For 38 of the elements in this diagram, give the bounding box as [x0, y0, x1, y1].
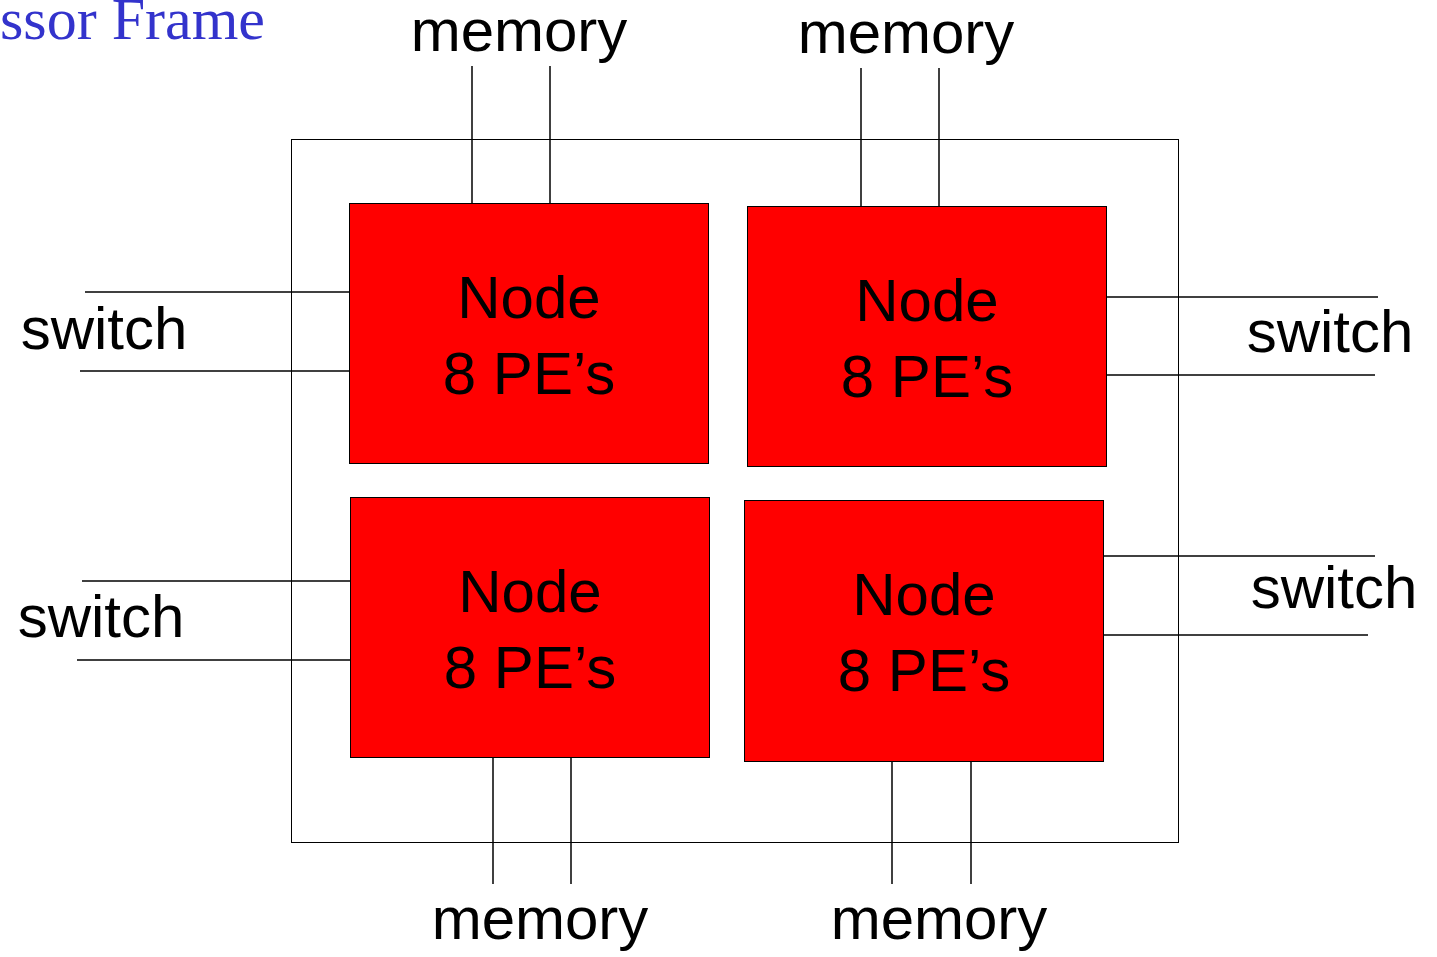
port-label: memory: [424, 884, 656, 954]
node-description: 8 PE’s: [442, 338, 616, 409]
node-title: Node: [852, 560, 996, 630]
node-description: 8 PE’s: [443, 632, 617, 703]
port-label: switch: [15, 294, 193, 364]
connector-line: [1103, 634, 1369, 636]
title: ssor Frame: [0, 0, 265, 54]
connector-line: [84, 291, 350, 293]
node-box: [350, 497, 710, 758]
node-description: 8 PE’s: [840, 341, 1014, 412]
connector-line: [1103, 555, 1376, 557]
connector-line: [570, 757, 572, 885]
port-label: switch: [1241, 297, 1419, 367]
frame-box: [291, 139, 1179, 843]
connector-line: [1106, 296, 1379, 298]
node-box: [744, 500, 1104, 762]
port-label: switch: [12, 582, 190, 652]
connector-line: [891, 761, 893, 885]
node-box: [747, 206, 1107, 467]
node-title: Node: [457, 262, 601, 333]
port-label: memory: [403, 0, 635, 66]
port-label: memory: [823, 884, 1055, 954]
connector-line: [79, 370, 350, 372]
connector-line: [938, 67, 940, 207]
node-box: [349, 203, 709, 464]
connector-line: [492, 757, 494, 885]
port-label: switch: [1245, 553, 1423, 623]
connector-line: [76, 659, 351, 661]
connector-line: [81, 580, 351, 582]
node-title: Node: [458, 556, 602, 627]
connector-line: [471, 65, 473, 204]
connector-line: [549, 65, 551, 204]
node-description: 8 PE’s: [837, 636, 1011, 706]
port-label: memory: [790, 0, 1022, 68]
connector-line: [970, 761, 972, 885]
connector-line: [860, 67, 862, 207]
connector-line: [1106, 374, 1376, 376]
node-title: Node: [855, 265, 999, 336]
